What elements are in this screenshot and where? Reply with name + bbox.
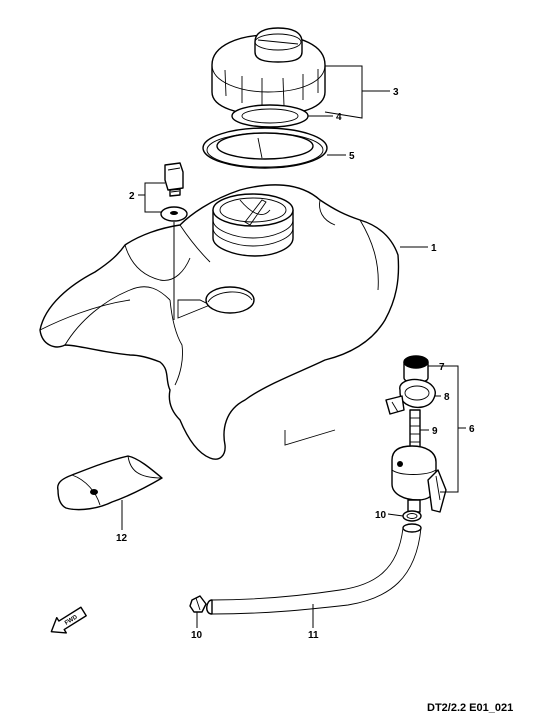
fuel-cap xyxy=(211,27,326,116)
callout-3: 3 xyxy=(393,87,399,98)
clamp xyxy=(385,378,436,415)
callout-9: 9 xyxy=(432,426,438,437)
filler-neck xyxy=(212,193,294,257)
callout-2: 2 xyxy=(129,191,135,202)
callout-10-lower: 10 xyxy=(191,630,203,641)
fwd-arrow: FWD xyxy=(50,606,87,634)
fuel-cock xyxy=(385,355,447,513)
callout-10-upper: 10 xyxy=(375,510,387,521)
callout-12: 12 xyxy=(116,533,128,544)
callout-11: 11 xyxy=(308,630,319,641)
tank-cushion xyxy=(202,127,328,169)
callout-6: 6 xyxy=(469,424,475,435)
callout-5: 5 xyxy=(349,151,355,162)
fuel-hose xyxy=(206,523,422,615)
rubber-pad xyxy=(57,455,163,511)
bolt xyxy=(164,162,184,197)
drawing-code: DT2/2.2 E01_021 xyxy=(427,702,513,714)
filter-cap xyxy=(403,355,429,384)
fuel-tank xyxy=(39,184,400,460)
leader-lines xyxy=(121,65,466,628)
clip xyxy=(402,510,422,522)
clip xyxy=(189,595,207,613)
washer xyxy=(160,206,188,222)
callout-labels: 1 2 3 4 5 6 7 8 9 10 10 11 12 xyxy=(116,87,475,641)
callout-4: 4 xyxy=(336,112,342,123)
cap-gasket xyxy=(231,104,309,128)
callout-1: 1 xyxy=(431,243,437,254)
callout-7: 7 xyxy=(439,362,445,373)
callout-8: 8 xyxy=(444,392,450,403)
fuel-filter xyxy=(409,409,421,451)
